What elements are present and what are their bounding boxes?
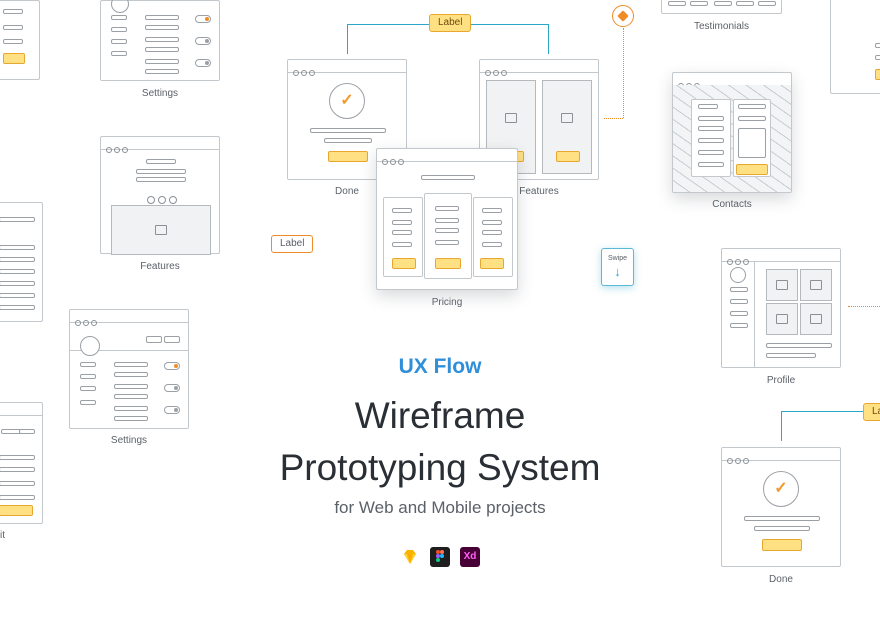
toggle-switch[interactable] (164, 406, 180, 414)
wireframe-card-partial (0, 402, 43, 524)
card-caption: Features (140, 261, 180, 272)
hero-title-line2: Prototyping System (279, 447, 601, 488)
settings-wireframe-bottom[interactable] (69, 309, 189, 429)
figma-icon[interactable] (430, 547, 450, 567)
swipe-gesture-tag[interactable]: Swipe ↓ (601, 248, 634, 286)
flow-line-dotted (623, 28, 624, 118)
card-caption: Done (335, 186, 359, 197)
contacts-wireframe[interactable] (672, 72, 792, 193)
toggle-switch[interactable] (195, 37, 211, 45)
carousel-dots (147, 191, 177, 209)
toggle-switch[interactable] (195, 59, 211, 67)
avatar (111, 0, 129, 13)
sketch-icon[interactable] (400, 547, 420, 567)
xd-icon[interactable]: Xd (460, 547, 480, 567)
card-caption: Profile (766, 375, 796, 386)
card-caption: Features (519, 186, 559, 197)
pricing-plan-card[interactable] (473, 197, 513, 277)
image-placeholder (766, 269, 798, 301)
wireframe-card-partial (0, 202, 43, 322)
card-caption: Testimonials (693, 21, 750, 32)
card-caption: Pricing (431, 297, 463, 308)
profile-wireframe[interactable] (721, 248, 841, 368)
toggle-switch[interactable] (164, 384, 180, 392)
card-caption: Settings (110, 435, 148, 446)
card-caption: Done (769, 574, 793, 585)
image-placeholder (800, 269, 832, 301)
brand-title: UX Flow (398, 355, 482, 378)
flow-line-dotted (848, 306, 880, 307)
toggle-switch[interactable] (164, 362, 180, 370)
wireframe-card-partial (830, 0, 880, 94)
testimonials-wireframe[interactable] (661, 0, 782, 14)
features-wireframe-left[interactable] (100, 136, 220, 255)
avatar (730, 267, 746, 283)
pricing-plan-card[interactable] (424, 193, 472, 279)
card-caption: it (0, 530, 5, 541)
hero-subtitle: for Web and Mobile projects (334, 498, 546, 517)
cube-icon[interactable] (612, 5, 634, 27)
done-wireframe-bottom[interactable]: ✓ (721, 447, 841, 567)
arrow-down-icon: ↓ (614, 264, 621, 279)
image-placeholder (111, 205, 211, 255)
image-placeholder (800, 303, 832, 335)
flow-line-dotted (604, 118, 623, 119)
flow-line (347, 24, 348, 54)
checkmark-icon: ✓ (329, 83, 365, 119)
card-caption: Contacts (712, 199, 752, 210)
settings-wireframe-top[interactable] (100, 0, 220, 81)
flow-line (781, 411, 782, 441)
pricing-wireframe[interactable] (376, 148, 518, 290)
toggle-switch[interactable] (195, 15, 211, 23)
flow-label-tag[interactable]: La (863, 403, 880, 421)
hero-title-line1: Wireframe (354, 395, 526, 436)
avatar (80, 336, 100, 356)
wireframe-card-partial (0, 0, 40, 80)
flow-line (548, 24, 549, 54)
flow-line (781, 411, 863, 412)
image-placeholder (766, 303, 798, 335)
card-caption: Settings (141, 88, 179, 99)
flow-label-tag[interactable]: Label (271, 235, 314, 253)
checkmark-icon: ✓ (763, 471, 799, 507)
pricing-plan-card[interactable] (383, 197, 423, 277)
flow-label-tag[interactable]: Label (429, 14, 472, 32)
